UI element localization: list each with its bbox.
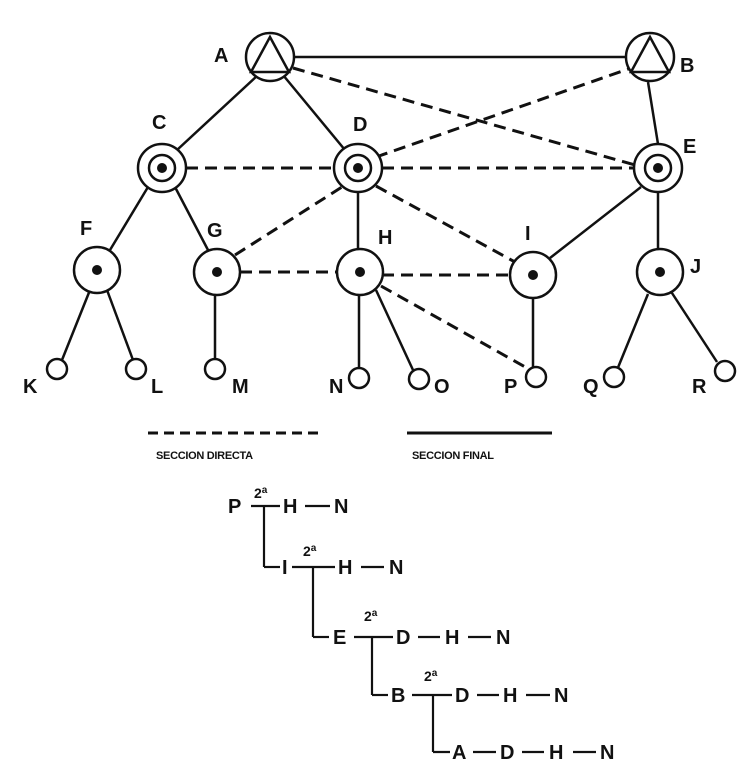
route-r2-n2: N	[389, 557, 403, 579]
link-a-c	[176, 74, 259, 151]
node-labels: A B C D E F G H I J K L M N O P Q R	[23, 45, 707, 398]
link-c-f	[108, 186, 150, 251]
node-r	[713, 359, 737, 383]
dash-d-i	[375, 184, 516, 264]
label-j: J	[690, 256, 701, 278]
route-r1-start: P	[228, 496, 241, 518]
link-f-l	[105, 289, 135, 361]
label-k: K	[23, 376, 38, 398]
route-r3-sup: 2a	[364, 608, 378, 624]
node-f	[72, 245, 122, 295]
node-i	[508, 250, 558, 300]
route-r3-n1: D	[396, 627, 410, 649]
node-a	[244, 31, 296, 83]
node-n	[347, 366, 371, 390]
dash-g-d	[234, 185, 343, 257]
label-g: G	[207, 220, 223, 242]
node-l	[124, 357, 148, 381]
dash-h-p	[380, 284, 528, 370]
route-r3-n2: H	[445, 627, 459, 649]
solid-links	[60, 55, 719, 371]
label-i: I	[525, 223, 531, 245]
dashed-links	[186, 65, 636, 370]
label-a: A	[214, 45, 228, 67]
label-c: C	[152, 112, 166, 134]
route-r4-n2: H	[503, 685, 517, 707]
triangle-icon	[628, 34, 672, 74]
label-o: O	[434, 376, 450, 398]
link-a-d	[282, 74, 346, 151]
link-b-e	[646, 81, 660, 145]
route-r2-n1: H	[338, 557, 352, 579]
dash-a-e	[292, 66, 636, 167]
node-e	[632, 142, 684, 194]
link-h-o	[374, 289, 415, 371]
route-r1-n1: H	[283, 496, 297, 518]
link-f-k	[60, 289, 92, 361]
dash-b-d	[375, 65, 635, 159]
node-b	[624, 31, 676, 83]
route-r1-n2: N	[334, 496, 348, 518]
route-r5-n1: D	[500, 742, 514, 764]
route-r3-n3: N	[496, 627, 510, 649]
label-n: N	[329, 376, 343, 398]
route-r2-start: I	[282, 557, 288, 579]
route-r4-n1: D	[455, 685, 469, 707]
link-c-g	[173, 186, 210, 251]
label-r: R	[692, 376, 707, 398]
label-e: E	[683, 136, 696, 158]
node-g	[192, 247, 242, 297]
route-r5-start: A	[452, 742, 466, 764]
node-o	[407, 367, 431, 391]
label-p: P	[504, 376, 517, 398]
label-l: L	[151, 376, 163, 398]
label-h: H	[378, 227, 392, 249]
label-d: D	[353, 114, 367, 136]
legend: SECCION DIRECTA SECCION FINAL	[148, 431, 552, 462]
node-j	[635, 247, 685, 297]
link-e-i	[549, 186, 642, 259]
node-c	[136, 142, 188, 194]
link-j-r	[668, 289, 719, 363]
label-m: M	[232, 376, 249, 398]
route-r4-n3: N	[554, 685, 568, 707]
triangle-icon	[248, 34, 292, 74]
legend-final-label: SECCION FINAL	[412, 450, 494, 462]
route-r5-n2: H	[549, 742, 563, 764]
label-f: F	[80, 218, 92, 240]
label-b: B	[680, 55, 694, 77]
route-r4-start: B	[391, 685, 405, 707]
label-q: Q	[583, 376, 599, 398]
route-r2-sup: 2a	[303, 543, 317, 559]
node-q	[602, 365, 626, 389]
route-r3-start: E	[333, 627, 346, 649]
leaf-nodes	[45, 357, 737, 391]
node-p	[524, 365, 548, 389]
legend-direct-label: SECCION DIRECTA	[156, 450, 253, 462]
node-h	[335, 247, 385, 297]
node-m	[203, 357, 227, 381]
link-j-q	[615, 293, 650, 371]
node-d	[332, 142, 384, 194]
route-r5-n3: N	[600, 742, 614, 764]
route-r1-sup: 2a	[254, 485, 268, 501]
node-k	[45, 357, 69, 381]
route-r4-sup: 2a	[424, 668, 438, 684]
routing-tree: P 2a H N I 2a H N E 2a D H N B 2a D H	[228, 485, 614, 764]
